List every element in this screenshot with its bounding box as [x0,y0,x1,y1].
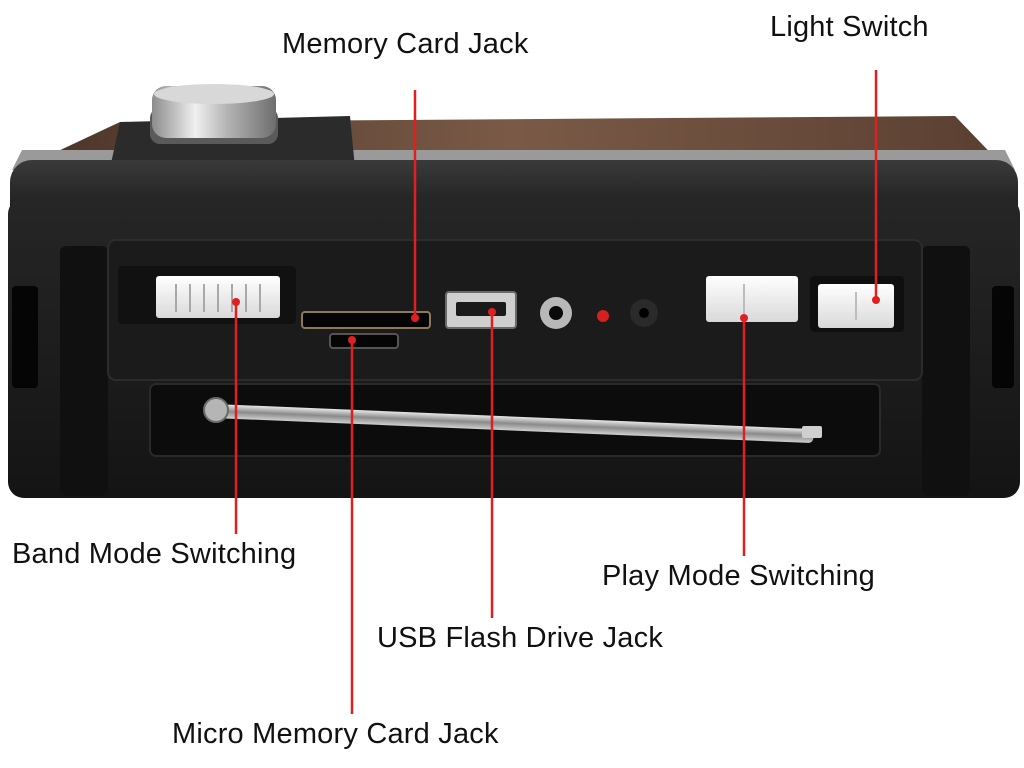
leader-lines [234,70,878,714]
aux-jack-hole [549,306,563,320]
antenna-pivot [203,397,229,423]
leader-dot-usb [488,308,496,316]
label-play-mode-switching: Play Mode Switching [602,560,875,592]
dc-jack-hole [639,308,649,318]
label-memory-card-jack: Memory Card Jack [282,28,529,60]
radio-top [12,84,1015,170]
left-side-slot [12,286,38,388]
leader-dot-light-switch [872,296,880,304]
antenna-rod [213,404,814,443]
leader-dot-micro-card [348,336,356,344]
leader-dot-play-mode [740,314,748,322]
indicator-led [597,310,609,322]
usb-port-tongue [456,302,506,316]
right-side-slot [992,286,1014,388]
tuning-knob-cap [154,84,274,104]
label-band-mode-switching: Band Mode Switching [12,538,297,570]
memory-card-slot[interactable] [301,311,431,329]
band-switch-ribs [175,284,261,312]
leader-dots [232,296,880,344]
label-light-switch: Light Switch [770,11,929,43]
right-grip [922,246,970,496]
leader-dot-band-mode [232,298,240,306]
label-usb-flash-drive-jack: USB Flash Drive Jack [377,622,664,654]
label-micro-memory-card-jack: Micro Memory Card Jack [172,718,499,750]
leader-dot-memory-card [411,314,419,322]
left-grip [60,246,108,496]
antenna [203,397,822,443]
play-mode-switch[interactable] [706,276,798,322]
micro-memory-card-slot[interactable] [329,333,399,349]
antenna-tip [802,426,822,438]
